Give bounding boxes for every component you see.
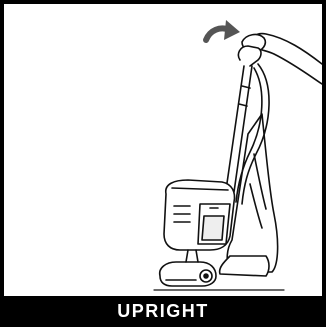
nozzle-neck [186, 250, 188, 262]
nozzle-neck [196, 250, 198, 262]
wand-tube-left [226, 66, 244, 190]
vacuum-handle [238, 46, 261, 66]
caption-bar: UPRIGHT [0, 296, 326, 327]
curved-arrow-icon [206, 20, 240, 40]
shoe-outline [220, 256, 269, 276]
dust-bin-window [202, 216, 224, 240]
caption-label: UPRIGHT [117, 301, 209, 322]
illustration-frame [4, 4, 322, 296]
upright-vacuum-illustration [4, 4, 322, 296]
nozzle-wheel-hub [204, 274, 208, 278]
